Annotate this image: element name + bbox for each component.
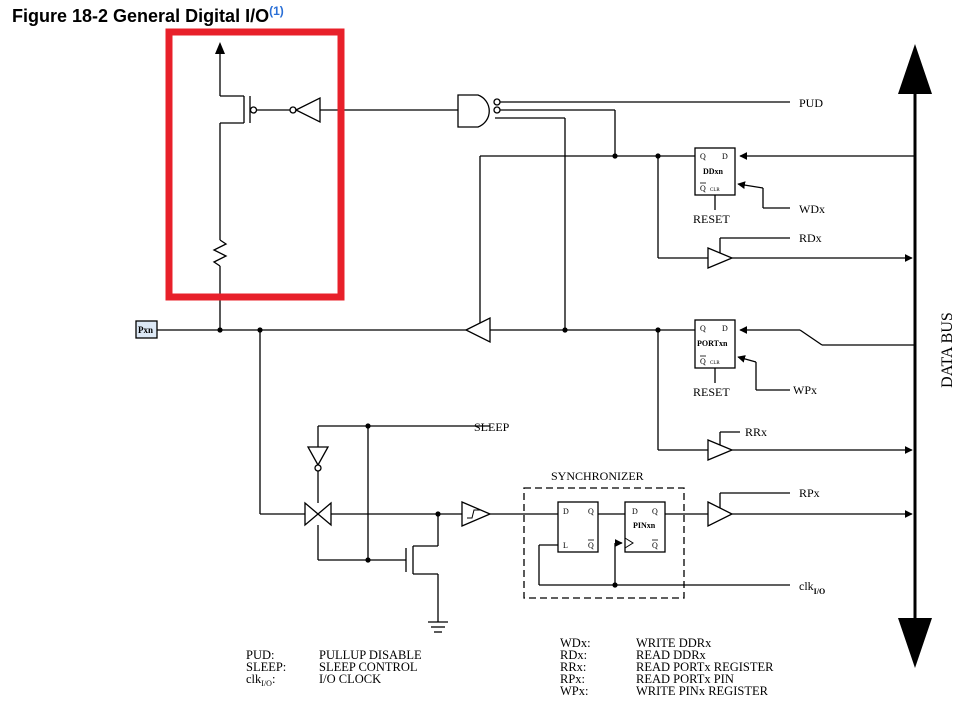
legend-right-abbr: RPx: [560, 672, 585, 686]
svg-text:L: L [563, 541, 568, 550]
legend-right-desc: READ PORTx REGISTER [636, 660, 774, 674]
rrx-buffer: RRx [658, 425, 913, 461]
highlight-box [165, 28, 345, 301]
svg-text:D: D [632, 507, 638, 516]
legend-left-desc: PULLUP DISABLE [319, 648, 422, 662]
svg-text:DDxn: DDxn [703, 167, 724, 176]
svg-text:Q: Q [652, 507, 658, 516]
legend-left-desc: SLEEP CONTROL [319, 660, 418, 674]
ddxn-register: Q D DDxn Q CLR RESET WDx [479, 147, 915, 318]
legend-left-abbr: SLEEP: [246, 660, 286, 674]
svg-text:PINxn: PINxn [633, 521, 656, 530]
data-bus: DATA BUS [898, 44, 956, 668]
portxn-reset: RESET [693, 385, 730, 399]
legend-right-desc: WRITE DDRx [636, 636, 712, 650]
legend-right-desc: READ PORTx PIN [636, 672, 734, 686]
legend-right-abbr: WDx: [560, 636, 591, 650]
sleep-transistor [405, 511, 448, 633]
figure-caption: Figure 18-2 General Digital I/O [12, 6, 270, 26]
legend-right: WDx: WRITE DDRx RDx: READ DDRx RRx: READ… [560, 636, 774, 698]
wdx-label: WDx [799, 202, 825, 216]
svg-text:Q: Q [700, 152, 706, 161]
clk-label: clkI/O [799, 579, 825, 596]
pxn-label: Pxn [138, 325, 153, 335]
svg-text:D: D [722, 324, 728, 333]
legend-left: PUD: PULLUP DISABLE SLEEP: SLEEP CONTROL… [246, 648, 422, 688]
svg-text:PORTxn: PORTxn [697, 339, 728, 348]
data-bus-label: DATA BUS [939, 312, 956, 388]
synchronizer-label: SYNCHRONIZER [551, 469, 644, 483]
svg-text:Q: Q [700, 184, 706, 193]
svg-text:Q: Q [588, 507, 594, 516]
svg-text:Q: Q [652, 541, 658, 550]
schmitt-trigger [461, 501, 560, 527]
legend-right-desc: WRITE PINx REGISTER [636, 684, 769, 698]
svg-text:D: D [722, 152, 728, 161]
portxn-register: Q D PORTxn Q CLR RESET WPx [657, 319, 915, 450]
rpx-label: RPx [799, 486, 820, 500]
rrx-label: RRx [745, 425, 767, 439]
rpx-buffer: RPx [707, 486, 913, 528]
legend-right-desc: READ DDRx [636, 648, 707, 662]
svg-text:D: D [563, 507, 569, 516]
ddxn-reset: RESET [693, 212, 730, 226]
svg-text:Q: Q [700, 357, 706, 366]
legend-left-abbr: PUD: [246, 648, 274, 662]
wpx-label: WPx [793, 383, 817, 397]
rdx-buffer: RDx [658, 231, 913, 269]
svg-text:Q: Q [700, 324, 706, 333]
legend-right-abbr: WPx: [560, 684, 588, 698]
svg-text:CLR: CLR [710, 361, 720, 366]
legend-right-abbr: RRx: [560, 660, 586, 674]
sleep-label: SLEEP [474, 420, 510, 434]
sleep-gate: SLEEP [259, 330, 510, 563]
synchronizer: SYNCHRONIZER D Q L Q D Q PINxn Q clkI/O [523, 469, 825, 599]
legend-right-abbr: RDx: [560, 648, 587, 662]
svg-text:CLR: CLR [710, 188, 720, 193]
pud-gate: PUD [457, 94, 823, 330]
legend-left-desc: I/O CLOCK [319, 672, 381, 686]
svg-text:Q: Q [588, 541, 594, 550]
figure-title: Figure 18-2 General Digital I/O(1) [12, 4, 284, 27]
rdx-label: RDx [799, 231, 822, 245]
pullup-circuit [212, 42, 458, 330]
legend-left-abbr: clkI/O: [246, 672, 275, 688]
footnote-ref: (1) [269, 4, 284, 18]
pud-label: PUD [799, 96, 823, 110]
pxn-pin: Pxn [135, 316, 695, 344]
